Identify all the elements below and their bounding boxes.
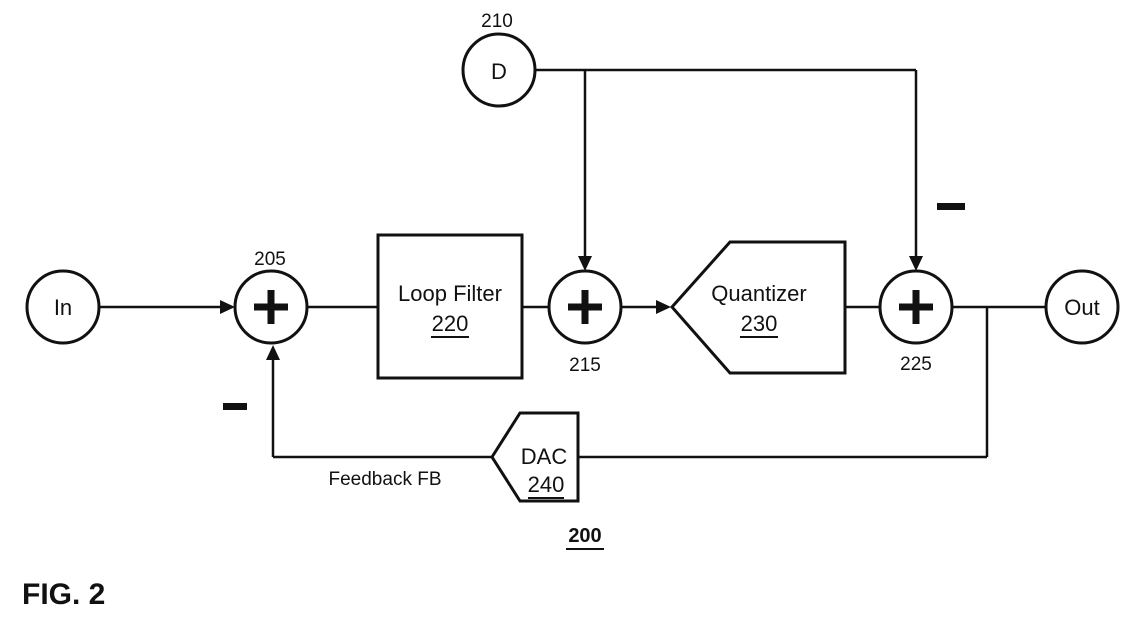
- minus-sign-icon: [937, 203, 965, 210]
- summer-225-ref: 225: [900, 354, 932, 375]
- quantizer-ref: 230: [741, 311, 778, 336]
- input-label: In: [54, 295, 72, 320]
- plus-icon: [568, 290, 602, 324]
- input-node: In: [25, 269, 101, 345]
- dither-circle: [461, 32, 537, 108]
- loop-filter-label: Loop Filter: [398, 281, 502, 306]
- wires: [99, 68, 1046, 459]
- plus-icon: [254, 290, 288, 324]
- arrowhead-into-quantizer: [656, 300, 671, 314]
- loop-filter-block: Loop Filter 220: [376, 233, 524, 380]
- output-label: Out: [1064, 295, 1099, 320]
- arrowhead-into-summer225: [909, 256, 923, 271]
- arrowhead-feedback-into-summer205: [266, 345, 280, 360]
- output-node: Out: [1044, 269, 1120, 345]
- diagram-ref-number: 200: [568, 525, 601, 547]
- quantizer-shape: [669, 240, 847, 375]
- input-circle: [25, 269, 101, 345]
- arrowhead-into-summer215: [578, 256, 592, 271]
- output-circle: [1044, 269, 1120, 345]
- summer-215-ref: 215: [569, 355, 601, 376]
- dither-label: D: [491, 59, 507, 84]
- summer-225-node: 225: [878, 203, 965, 375]
- arrowhead-into-summer205: [220, 300, 235, 314]
- dac-block: DAC 240: [490, 411, 580, 503]
- diagram-reference: 200: [566, 525, 604, 550]
- loop-filter-box: [376, 233, 524, 380]
- figure-caption: FIG. 2: [22, 578, 105, 611]
- plus-icon: [899, 290, 933, 324]
- summer-215-node: 215: [547, 269, 623, 376]
- quantizer-block: Quantizer 230: [669, 240, 847, 375]
- loop-filter-ref: 220: [432, 311, 469, 336]
- quantizer-label: Quantizer: [711, 281, 806, 306]
- summer-205-ref: 205: [254, 249, 286, 270]
- minus-sign-icon: [223, 403, 247, 410]
- feedback-label: Feedback FB: [329, 469, 442, 490]
- dither-node: D 210: [461, 11, 537, 108]
- dac-shape: [490, 411, 580, 503]
- dither-ref: 210: [481, 11, 513, 32]
- dac-label: DAC: [521, 444, 568, 469]
- dac-ref: 240: [528, 472, 565, 497]
- summer-205-node: 205: [223, 249, 309, 410]
